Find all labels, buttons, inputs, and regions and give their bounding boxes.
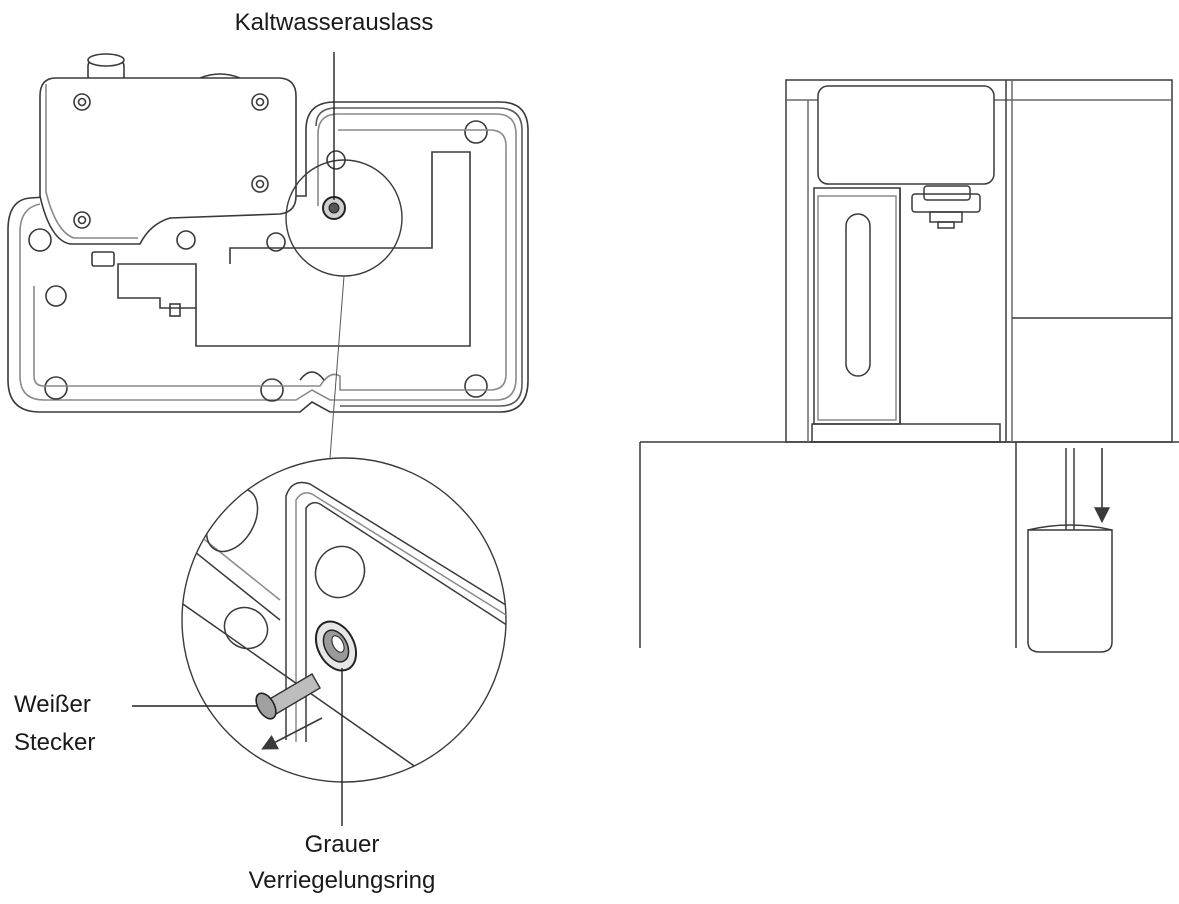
collection-container (1027, 529, 1113, 653)
label-grey-ring-line2: Verriegelungsring (248, 867, 436, 894)
top-plate (39, 77, 297, 245)
zoom-connector-line (329, 275, 345, 459)
detail-circle (285, 159, 403, 277)
device-bottom-view (7, 53, 529, 413)
label-white-plug-line1: Weißer (14, 691, 91, 718)
grey-locking-ring (314, 620, 358, 672)
label-cold-water-outlet: Kaltwasserauslass (234, 9, 434, 36)
top-lid (817, 85, 995, 185)
white-plug (255, 673, 321, 720)
label-grey-ring-line1: Grauer (304, 831, 380, 858)
water-tank (813, 187, 901, 425)
zoom-detail (181, 457, 507, 783)
label-white-plug-line2: Stecker (14, 729, 96, 756)
cold-water-outlet-marker (322, 196, 346, 220)
body-outline (7, 101, 529, 413)
removal-arrow (261, 717, 323, 750)
side-view (639, 79, 1179, 653)
water-level-window (845, 213, 871, 377)
